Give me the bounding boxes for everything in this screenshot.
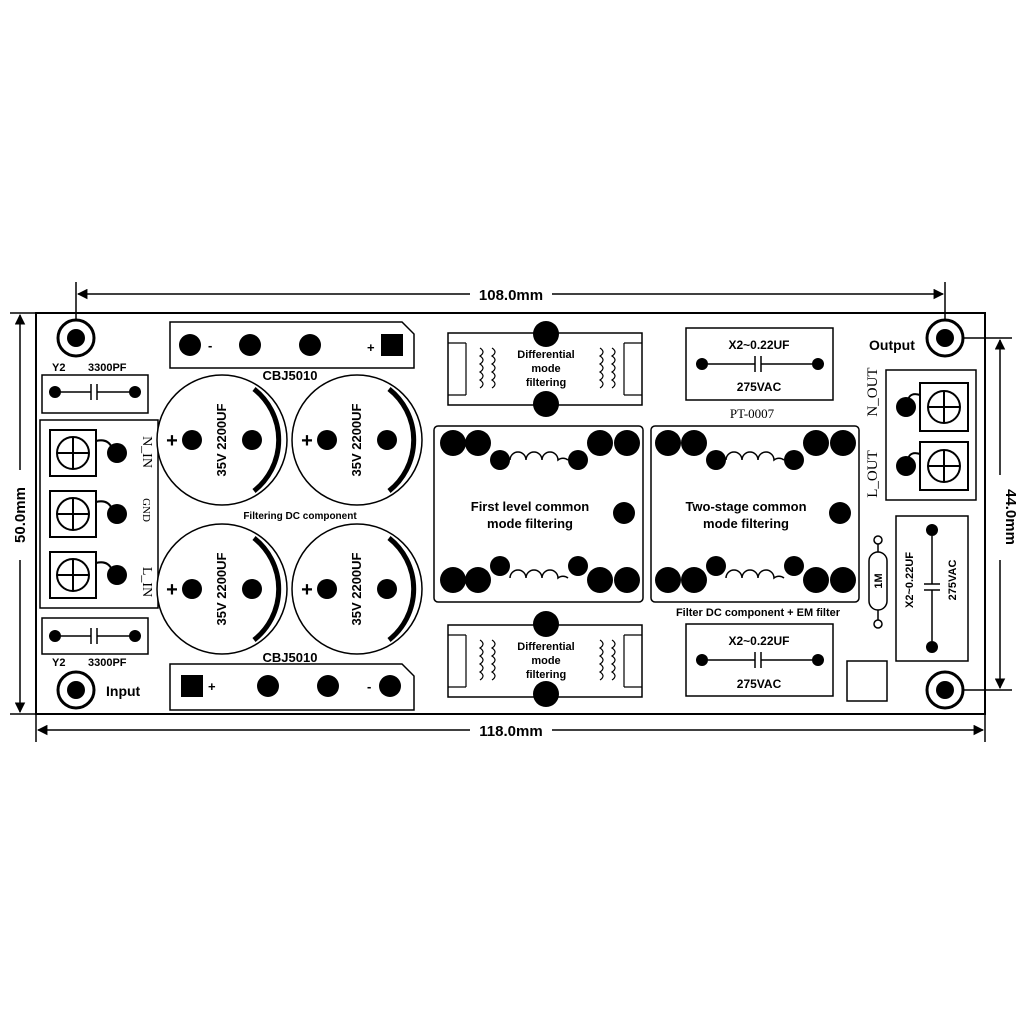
capacitor-4	[291, 523, 423, 655]
y2-capacitor-bottom	[41, 617, 149, 655]
capacitor-3-plus: +	[166, 579, 178, 601]
two-stage-line1: Two-stage common	[685, 499, 806, 514]
dim-right-height: 44.0mm	[1002, 489, 1019, 545]
common-mode-choke-second	[650, 425, 860, 603]
y2-bottom-type: Y2	[52, 657, 65, 669]
empty-pad	[846, 660, 888, 702]
output-label: Output	[869, 337, 915, 353]
n-out-label: N_OUT	[865, 367, 881, 416]
rectifier-top-label: CBJ5010	[263, 368, 318, 383]
l-in-label: L_IN	[139, 567, 154, 597]
capacitor-1-plus: +	[166, 430, 178, 452]
input-label: Input	[106, 683, 141, 699]
x2-bottom-value: X2~0.22UF	[728, 634, 789, 648]
x2-top-value: X2~0.22UF	[728, 338, 789, 352]
y2-top-type: Y2	[52, 362, 65, 374]
rectifier-bridge-bottom	[169, 663, 415, 711]
capacitor-1	[156, 374, 288, 506]
y2-capacitor-top	[41, 374, 149, 414]
x2-right-voltage: 275VAC	[947, 560, 959, 601]
capacitor-4-value: 35V 2200UF	[349, 552, 364, 625]
dim-bottom-width: 118.0mm	[479, 723, 542, 740]
resistor-value: 1M	[873, 573, 885, 588]
terminal-l-in	[49, 551, 127, 599]
y2-top-value: 3300PF	[88, 362, 127, 374]
terminal-l-out	[896, 441, 969, 491]
terminal-gnd	[49, 490, 127, 538]
differential-filter-bottom	[447, 611, 643, 707]
capacitor-3	[156, 523, 288, 655]
dim-left-height: 50.0mm	[12, 487, 29, 543]
mounting-hole-bottom-left	[56, 670, 96, 710]
dim-top-width: 108.0mm	[479, 287, 543, 304]
capacitor-2-value: 35V 2200UF	[349, 403, 364, 476]
diff-top-line3: filtering	[526, 377, 566, 389]
rectifier-top-plus: +	[367, 340, 375, 355]
gnd-label: GND	[140, 498, 152, 522]
x2-bottom-voltage: 275VAC	[737, 677, 782, 691]
x2-capacitor-right	[895, 515, 969, 662]
rectifier-bottom-label: CBJ5010	[263, 650, 318, 665]
rectifier-bottom-minus: -	[367, 679, 371, 694]
first-level-line1: First level common	[471, 499, 590, 514]
common-mode-choke-first	[433, 425, 644, 603]
capacitor-4-plus: +	[301, 579, 313, 601]
differential-filter-top	[447, 321, 643, 417]
capacitor-3-value: 35V 2200UF	[214, 552, 229, 625]
mounting-hole-top-right	[925, 318, 965, 358]
l-out-label: L_OUT	[865, 450, 881, 498]
terminal-n-in	[49, 429, 127, 477]
mounting-hole-bottom-right	[925, 670, 965, 710]
resistor-1m	[868, 535, 888, 629]
rectifier-top-minus: -	[208, 338, 212, 353]
rectifier-bottom-plus: +	[208, 679, 216, 694]
first-level-line2: mode filtering	[487, 516, 573, 531]
two-stage-line2: mode filtering	[703, 516, 789, 531]
diff-bottom-line1: Differential	[517, 641, 574, 653]
y2-bottom-value: 3300PF	[88, 657, 127, 669]
capacitor-2	[291, 374, 423, 506]
filter-caption: Filter DC component + EM filter	[676, 607, 841, 619]
diff-top-line1: Differential	[517, 349, 574, 361]
diff-bottom-line3: filtering	[526, 669, 566, 681]
output-terminal-block	[885, 369, 977, 501]
electrolytic-capacitors	[156, 374, 423, 655]
board-outline	[35, 312, 986, 715]
x2-right-value: X2~0.22UF	[904, 552, 916, 608]
n-in-label: N_IN	[139, 436, 154, 468]
x2-top-voltage: 275VAC	[737, 380, 782, 394]
x2-capacitor-bottom	[685, 623, 834, 697]
mounting-holes	[56, 318, 965, 710]
terminal-n-out	[896, 382, 969, 432]
part-number: PT-0007	[730, 406, 775, 421]
x2-capacitor-top	[685, 327, 834, 401]
mounting-hole-top-left	[56, 318, 96, 358]
rectifier-bridge-top	[169, 321, 415, 369]
diff-bottom-line2: mode	[531, 655, 560, 667]
capacitors-caption: Filtering DC component	[243, 511, 357, 522]
capacitor-2-plus: +	[301, 430, 313, 452]
input-terminal-block	[39, 419, 159, 609]
diff-top-line2: mode	[531, 363, 560, 375]
capacitor-1-value: 35V 2200UF	[214, 403, 229, 476]
